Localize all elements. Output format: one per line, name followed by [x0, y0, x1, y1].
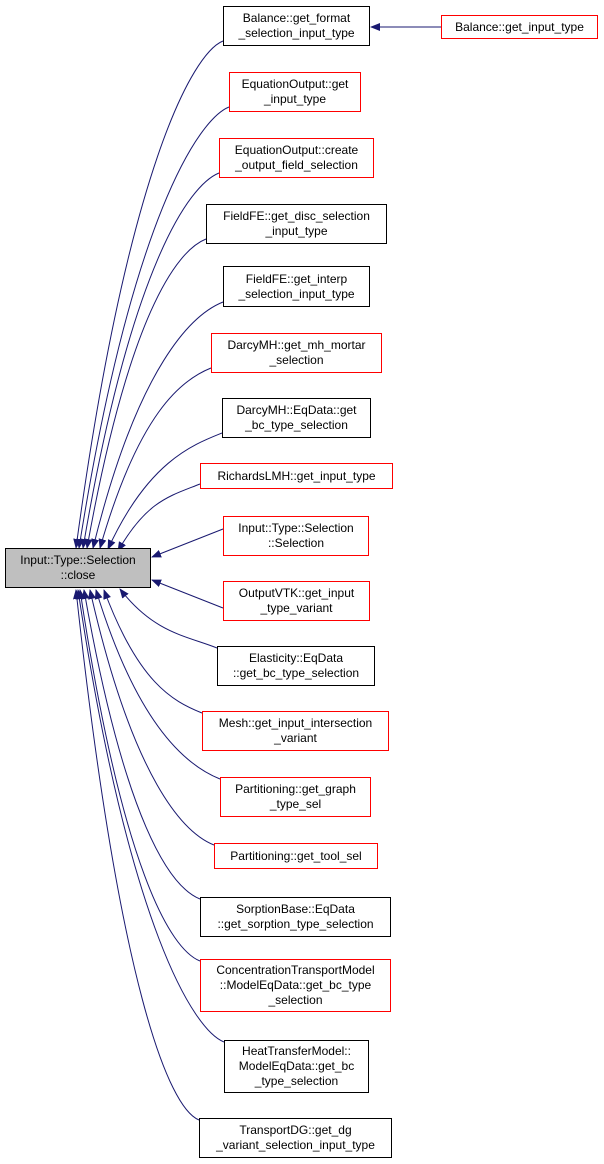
node-label-line: FieldFE::get_disc_selection	[223, 209, 370, 223]
node-label-line: _input_type	[265, 224, 328, 238]
caller-node-heat[interactable]: HeatTransferModel::ModelEqData::get_bc_t…	[224, 1040, 369, 1093]
caller-node-partition-tool[interactable]: Partitioning::get_tool_sel	[214, 843, 378, 869]
caller-node-partition-graph[interactable]: Partitioning::get_graph_type_sel	[220, 777, 371, 817]
edge-elasticity-to-selection-close	[119, 588, 218, 649]
edge-balance-format-to-selection-close	[73, 40, 224, 549]
caller-node-fieldfe-disc[interactable]: FieldFE::get_disc_selection_input_type	[206, 204, 387, 244]
node-label-line: DarcyMH::EqData::get	[236, 403, 357, 417]
caller-node-fieldfe-interp[interactable]: FieldFE::get_interp_selection_input_type	[223, 266, 370, 307]
node-label-line: Balance::get_format	[242, 11, 351, 25]
caller-node-outputvtk[interactable]: OutputVTK::get_input_type_variant	[223, 581, 370, 621]
edge-transportdg-to-selection-close	[72, 589, 200, 1121]
node-label-line: _variant	[274, 731, 317, 745]
node-label-line: ModelEqData::get_bc	[238, 1059, 355, 1073]
focus-node-selection-close[interactable]: Input::Type::Selection::close	[5, 548, 151, 588]
node-label-line: _bc_type_selection	[245, 418, 348, 432]
edge-eqout-create-to-selection-close	[80, 172, 220, 549]
edge-partition-tool-to-selection-close	[88, 589, 215, 846]
node-label-line: _type_sel	[269, 797, 322, 811]
node-label-line: Mesh::get_input_intersection	[218, 716, 373, 730]
edge-outputvtk-to-selection-close	[151, 579, 224, 609]
edge-fieldfe-disc-to-selection-close	[84, 238, 207, 549]
node-label-line: _selection	[269, 353, 324, 367]
edge-darcy-eqdata-to-selection-close	[107, 432, 223, 550]
edge-partition-graph-to-selection-close	[94, 589, 221, 780]
edge-concentration-to-selection-close	[77, 589, 201, 962]
node-label-line: TransportDG::get_dg	[239, 1123, 352, 1137]
node-label-line: RichardsLMH::get_input_type	[217, 468, 376, 483]
node-label-line: _output_field_selection	[235, 158, 358, 172]
node-label-line: _selection_input_type	[238, 286, 355, 301]
edge-mesh-to-selection-close	[103, 589, 203, 714]
caller-node-richards[interactable]: RichardsLMH::get_input_type	[200, 463, 393, 489]
node-label-line: _variant_selection_input_type	[216, 1138, 375, 1152]
node-label-line: Partitioning::get_tool_sel	[230, 848, 362, 863]
caller-node-balance-format[interactable]: Balance::get_format_selection_input_type	[223, 6, 370, 46]
caller-node-elasticity[interactable]: Elasticity::EqData::get_bc_type_selectio…	[217, 646, 375, 686]
edge-selection-ctor-to-selection-close	[151, 528, 224, 558]
node-label-line: ::ModelEqData::get_bc_type	[219, 978, 372, 992]
caller-node-sorption[interactable]: SorptionBase::EqData::get_sorption_type_…	[200, 897, 391, 937]
node-label-line: _type_variant	[260, 601, 333, 615]
caller-node-concentration[interactable]: ConcentrationTransportModel::ModelEqData…	[200, 959, 391, 1012]
caller-node-balance-input[interactable]: Balance::get_input_type	[441, 15, 598, 39]
node-label-line: DarcyMH::get_mh_mortar	[227, 338, 366, 352]
node-label-line: _selection_input_type	[238, 26, 355, 40]
node-label-line: Elasticity::EqData	[248, 651, 344, 665]
edge-darcy-mortar-to-selection-close	[98, 367, 212, 549]
edge-richards-to-selection-close	[117, 483, 201, 552]
node-label-line: Input::Type::Selection	[20, 553, 136, 567]
caller-node-darcy-mortar[interactable]: DarcyMH::get_mh_mortar_selection	[211, 333, 382, 373]
node-label-line: _type_selection	[254, 1074, 339, 1088]
node-label-line: HeatTransferModel::	[242, 1044, 351, 1058]
caller-node-eqout-create[interactable]: EquationOutput::create_output_field_sele…	[219, 138, 374, 178]
node-label-line: ::get_bc_type_selection	[232, 666, 360, 680]
node-label-line: EquationOutput::get	[241, 77, 349, 91]
caller-node-selection-ctor[interactable]: Input::Type::Selection::Selection	[223, 516, 369, 556]
node-label-line: ::Selection	[267, 536, 325, 550]
caller-node-eqout-get[interactable]: EquationOutput::get_input_type	[229, 72, 361, 112]
caller-node-darcy-eqdata[interactable]: DarcyMH::EqData::get_bc_type_selection	[222, 398, 371, 438]
node-label-line: EquationOutput::create	[234, 143, 359, 157]
edge-heat-to-selection-close	[75, 589, 225, 1043]
node-label-line: Partitioning::get_graph	[235, 782, 356, 796]
node-label-line: FieldFE::get_interp	[245, 271, 348, 286]
caller-node-mesh[interactable]: Mesh::get_input_intersection_variant	[202, 711, 389, 751]
edge-fieldfe-interp-to-selection-close	[91, 301, 224, 549]
node-label-line: OutputVTK::get_input	[238, 586, 355, 600]
node-label-line: ConcentrationTransportModel	[216, 963, 375, 977]
caller-node-transportdg[interactable]: TransportDG::get_dg_variant_selection_in…	[199, 1118, 392, 1158]
node-label-line: SorptionBase::EqData	[236, 902, 355, 916]
node-label-line: ::close	[60, 568, 96, 582]
node-label-line: _selection	[268, 993, 323, 1007]
node-label-line: Balance::get_input_type	[455, 19, 584, 34]
node-label-line: Input::Type::Selection	[238, 521, 354, 535]
node-label-line: _input_type	[263, 92, 327, 106]
edge-sorption-to-selection-close	[81, 589, 201, 900]
node-label-line: ::get_sorption_type_selection	[217, 917, 374, 931]
edge-eqout-get-to-selection-close	[76, 106, 230, 549]
